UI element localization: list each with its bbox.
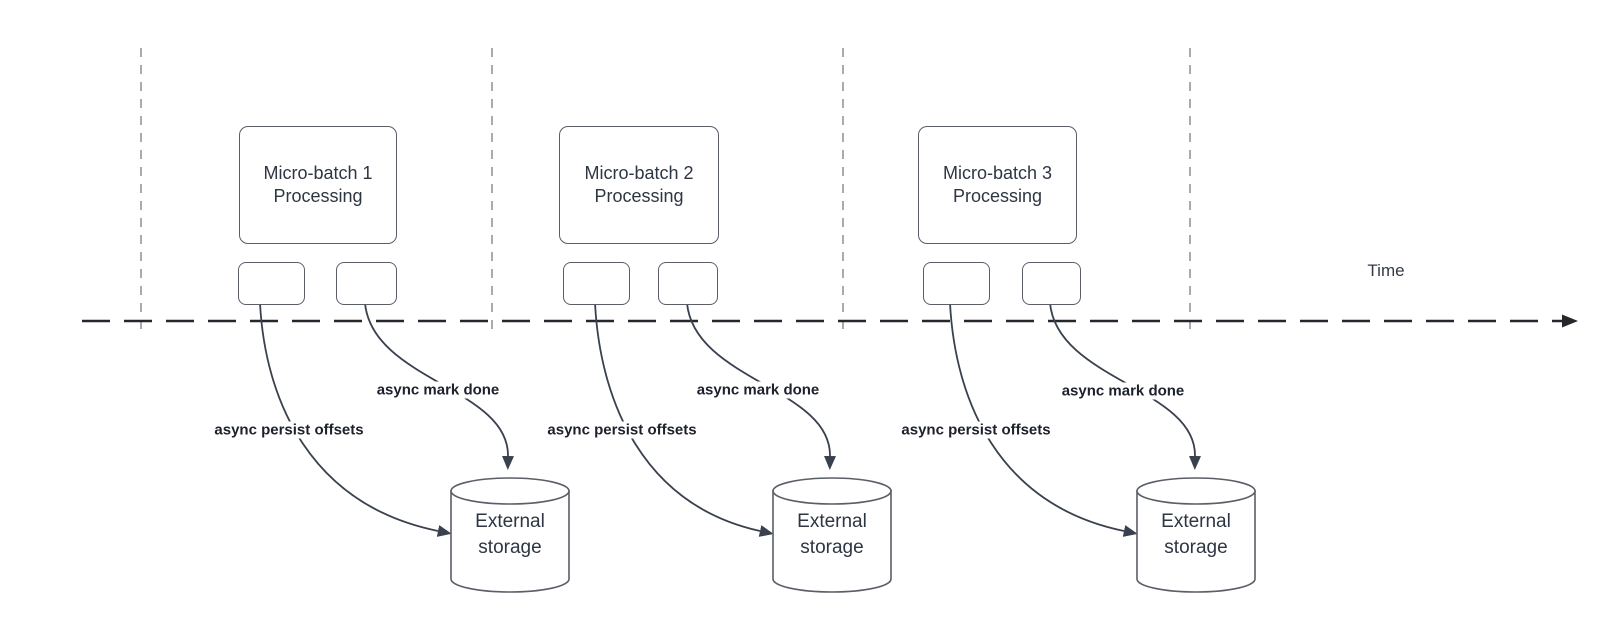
micro-batch-3-title-line2: Processing <box>952 186 1043 206</box>
external-storage-label-2-line1: External <box>797 511 867 532</box>
small-box-2-right <box>658 262 718 305</box>
persist-offsets-label-2: async persist offsets <box>544 421 700 439</box>
micro-batch-1-processing-box: Micro-batch 1 Processing <box>239 126 397 244</box>
external-storage-cylinder-1 <box>450 477 570 593</box>
external-storage-cylinder-3 <box>1136 477 1256 593</box>
micro-batch-2-title-line2: Processing <box>594 186 684 206</box>
arrow-persist-offsets-3 <box>949 302 1138 537</box>
micro-batch-1-title-line2: Processing <box>273 186 363 206</box>
micro-batch-2-title-line1: Micro-batch 2 <box>584 163 694 183</box>
mark-done-label-2: async mark done <box>693 381 823 399</box>
micro-batch-2-processing-box: Micro-batch 2 Processing <box>559 126 719 244</box>
persist-offsets-label-3: async persist offsets <box>898 421 1054 439</box>
micro-batch-3-title-line1: Micro-batch 3 <box>942 163 1053 183</box>
micro-batch-3-processing-box: Micro-batch 3 Processing <box>918 126 1077 244</box>
small-box-1-right <box>336 262 397 305</box>
external-storage-label-2-line2: storage <box>800 537 864 558</box>
external-storage-cylinder-2 <box>772 477 892 593</box>
small-box-1-left <box>238 262 305 305</box>
arrow-mark-done-2 <box>686 302 836 470</box>
external-storage-label-3-line2: storage <box>1164 537 1228 558</box>
external-storage-label-2: External storage <box>797 509 867 561</box>
arrow-persist-offsets-1 <box>259 302 452 537</box>
micro-batch-1-title-line1: Micro-batch 1 <box>263 163 373 183</box>
mark-done-label-1: async mark done <box>373 381 503 399</box>
time-axis-label: Time <box>1367 261 1405 280</box>
external-storage-label-3-line1: External <box>1161 511 1231 532</box>
small-box-3-left <box>923 262 990 305</box>
external-storage-label-1-line1: External <box>475 511 545 532</box>
mark-done-label-3: async mark done <box>1058 382 1188 400</box>
external-storage-label-3: External storage <box>1161 509 1231 561</box>
small-box-2-left <box>563 262 630 305</box>
arrow-mark-done-3 <box>1049 302 1201 470</box>
small-box-3-right <box>1022 262 1081 305</box>
persist-offsets-label-1: async persist offsets <box>211 421 367 439</box>
arrow-mark-done-1 <box>364 302 514 470</box>
external-storage-label-1-line2: storage <box>478 537 542 558</box>
external-storage-label-1: External storage <box>475 509 545 561</box>
arrow-persist-offsets-2 <box>594 302 774 537</box>
